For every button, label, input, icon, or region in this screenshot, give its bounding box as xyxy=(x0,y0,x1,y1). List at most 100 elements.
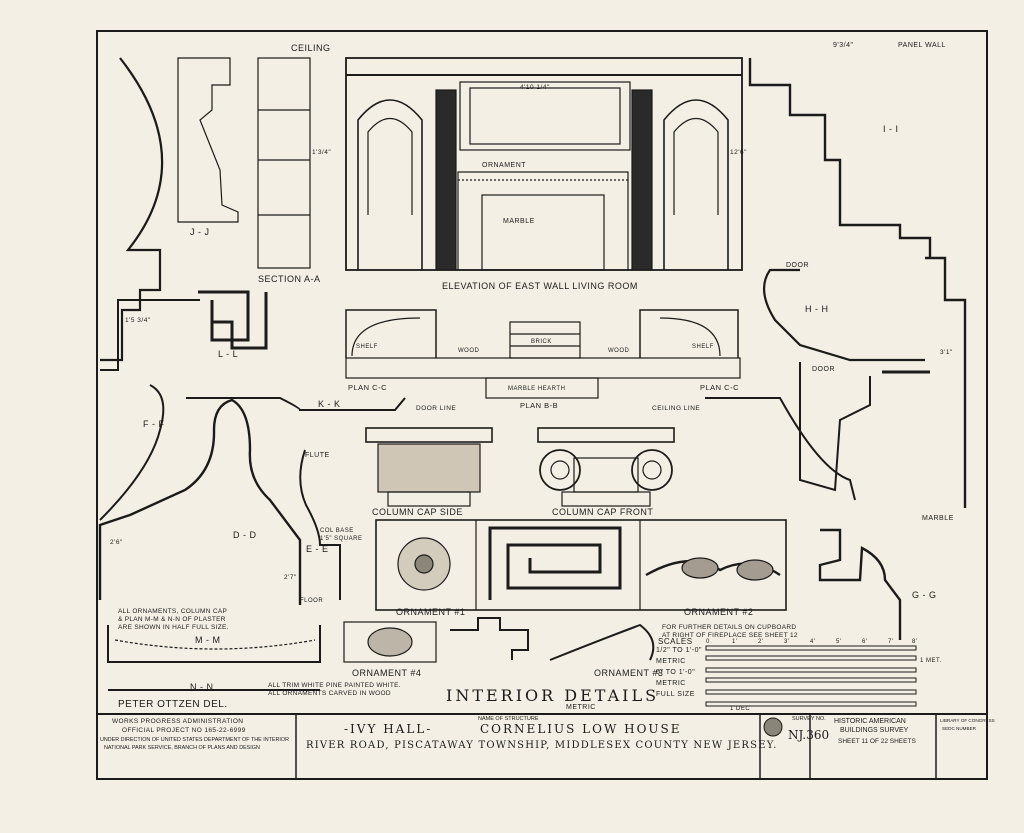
structure-name: CORNELIUS LOW HOUSE xyxy=(480,722,682,736)
ornament-4 xyxy=(343,621,437,663)
scale-tick-0: 0 xyxy=(706,639,710,645)
label-hh: H - H xyxy=(805,304,829,314)
dim-ee: 2'7" xyxy=(284,574,297,581)
label-dd: D - D xyxy=(233,530,257,540)
dim-dd: 2'6" xyxy=(110,539,123,546)
scale-bars xyxy=(705,645,917,707)
scale-tick-8: 8' xyxy=(912,639,918,645)
label-elevation-title: ELEVATION OF EAST WALL LIVING ROOM xyxy=(442,281,638,291)
dim-hh: 3'1" xyxy=(940,349,953,356)
scale-row-4: METRIC xyxy=(656,680,686,687)
scale-row-2: METRIC xyxy=(656,658,686,665)
label-dim-top: 9'3/4" xyxy=(833,42,854,49)
scale-unit-met: 1 MET. xyxy=(920,658,942,664)
label-shelf-left: SHELF xyxy=(356,344,378,350)
label-ornament-4: ORNAMENT #4 xyxy=(352,668,422,678)
profile-ee xyxy=(299,449,341,600)
dim-ll: 1'5 3/4" xyxy=(125,317,151,324)
ornament-panel xyxy=(375,519,787,611)
label-ornament-1: ORNAMENT #1 xyxy=(396,607,466,617)
survey-no: NJ.360 xyxy=(788,728,830,742)
sheet-title: INTERIOR DETAILS xyxy=(446,686,660,705)
profile-mm xyxy=(107,625,321,663)
profile-ff xyxy=(100,299,200,371)
moulding-jj-small xyxy=(177,57,239,223)
survey-no-label: SURVEY NO. xyxy=(792,716,826,722)
seal-icon xyxy=(763,717,783,737)
scale-tick-5: 5' xyxy=(836,639,842,645)
scale-tick-7: 7' xyxy=(888,639,894,645)
label-flute: FLUTE xyxy=(305,452,330,459)
label-ll: L - L xyxy=(218,349,239,359)
label-ff: F - F xyxy=(143,419,165,429)
scale-tick-3: 3' xyxy=(784,639,790,645)
label-mm: M - M xyxy=(195,635,221,645)
label-plan-cc-left: PLAN C-C xyxy=(348,383,388,392)
label-marble-right: MARBLE xyxy=(922,515,954,522)
agency-line-3: UNDER DIRECTION OF UNITED STATES DEPARTM… xyxy=(100,737,289,743)
profile-dd xyxy=(98,398,302,605)
note-ornaments: ALL ORNAMENTS, COLUMN CAP & PLAN M-M & N… xyxy=(118,608,229,631)
label-panel-wall: PANEL WALL xyxy=(898,42,946,49)
habs-line-1: HISTORIC AMERICAN xyxy=(834,718,906,725)
scale-unit-dec: 1 DEC xyxy=(730,706,751,712)
label-door: DOOR xyxy=(786,262,809,269)
label-wood-right: WOOD xyxy=(608,348,630,354)
label-ceiling: CEILING xyxy=(291,43,331,53)
sheet-number: SHEET 11 OF 22 SHEETS xyxy=(838,738,916,745)
agency-line-1: WORKS PROGRESS ADMINISTRATION xyxy=(112,718,244,725)
label-section-aa: SECTION A-A xyxy=(258,274,321,284)
plan-drawings xyxy=(345,309,741,399)
label-kk: K - K xyxy=(318,399,341,409)
label-jj: J - J xyxy=(190,227,210,237)
label-column-cap-side: COLUMN CAP SIDE xyxy=(372,507,463,517)
scales-heading: SCALES xyxy=(658,637,693,646)
ornament-1-rosette xyxy=(397,537,451,591)
agency-line-4: NATIONAL PARK SERVICE, BRANCH OF PLANS A… xyxy=(104,745,260,751)
library-line-1: LIBRARY OF CONGRESS xyxy=(940,718,995,723)
label-gg: G - G xyxy=(912,590,937,600)
label-col-base-square: 1'5" SQUARE xyxy=(320,536,363,542)
note-trim: ALL TRIM WHITE PINE PAINTED WHITE. ALL O… xyxy=(268,682,401,697)
label-col-base: COL BASE xyxy=(320,528,354,534)
scale-tick-4: 4' xyxy=(810,639,816,645)
profile-hh xyxy=(763,268,925,362)
note-cupboard: FOR FURTHER DETAILS ON CUPBOARD AT RIGHT… xyxy=(662,624,798,639)
scale-row-6: METRIC xyxy=(566,704,596,711)
label-ornament-top: ORNAMENT xyxy=(482,162,527,169)
ornament-fret xyxy=(488,526,622,600)
label-wood-left: WOOD xyxy=(458,348,480,354)
east-wall-elevation xyxy=(345,57,743,271)
name-of-structure-label: NAME OF STRUCTURE xyxy=(478,716,539,722)
profile-gg xyxy=(818,528,902,640)
section-aa xyxy=(257,57,311,269)
label-marble: MARBLE xyxy=(503,218,535,225)
dim-elevation: 12'6" xyxy=(730,149,747,156)
library-line-2: SEDC NUMBER xyxy=(942,726,976,731)
label-ornament-2: ORNAMENT #2 xyxy=(684,607,754,617)
label-plan-bb: PLAN B-B xyxy=(520,401,559,410)
ornament-step xyxy=(450,617,529,660)
scale-tick-2: 2' xyxy=(758,639,764,645)
scale-row-5: FULL SIZE xyxy=(656,691,695,698)
scale-row-3: 6" TO 1'-0" xyxy=(656,669,696,676)
column-cap-front xyxy=(537,427,675,507)
scale-row-1: 1/2" TO 1'-0" xyxy=(656,647,703,654)
profile-jj xyxy=(100,57,164,362)
scale-tick-1: 1' xyxy=(732,639,738,645)
label-door-2: DOOR xyxy=(812,366,835,373)
label-plan-cc-right: PLAN C-C xyxy=(700,383,740,392)
profile-ii xyxy=(748,58,932,258)
label-ceiling-line: CEILING LINE xyxy=(652,405,701,412)
label-brick: BRICK xyxy=(531,339,552,345)
label-marble-hearth: MARBLE HEARTH xyxy=(508,386,566,392)
label-floor: FLOOR xyxy=(300,598,324,604)
nickname: -IVY HALL- xyxy=(344,722,433,736)
location: RIVER ROAD, PISCATAWAY TOWNSHIP, MIDDLES… xyxy=(306,740,778,751)
scale-tick-6: 6' xyxy=(862,639,868,645)
dim-overmantel: 4'10 1/4" xyxy=(520,84,550,91)
column-cap-side xyxy=(365,427,493,507)
label-door-line: DOOR LINE xyxy=(416,405,457,412)
